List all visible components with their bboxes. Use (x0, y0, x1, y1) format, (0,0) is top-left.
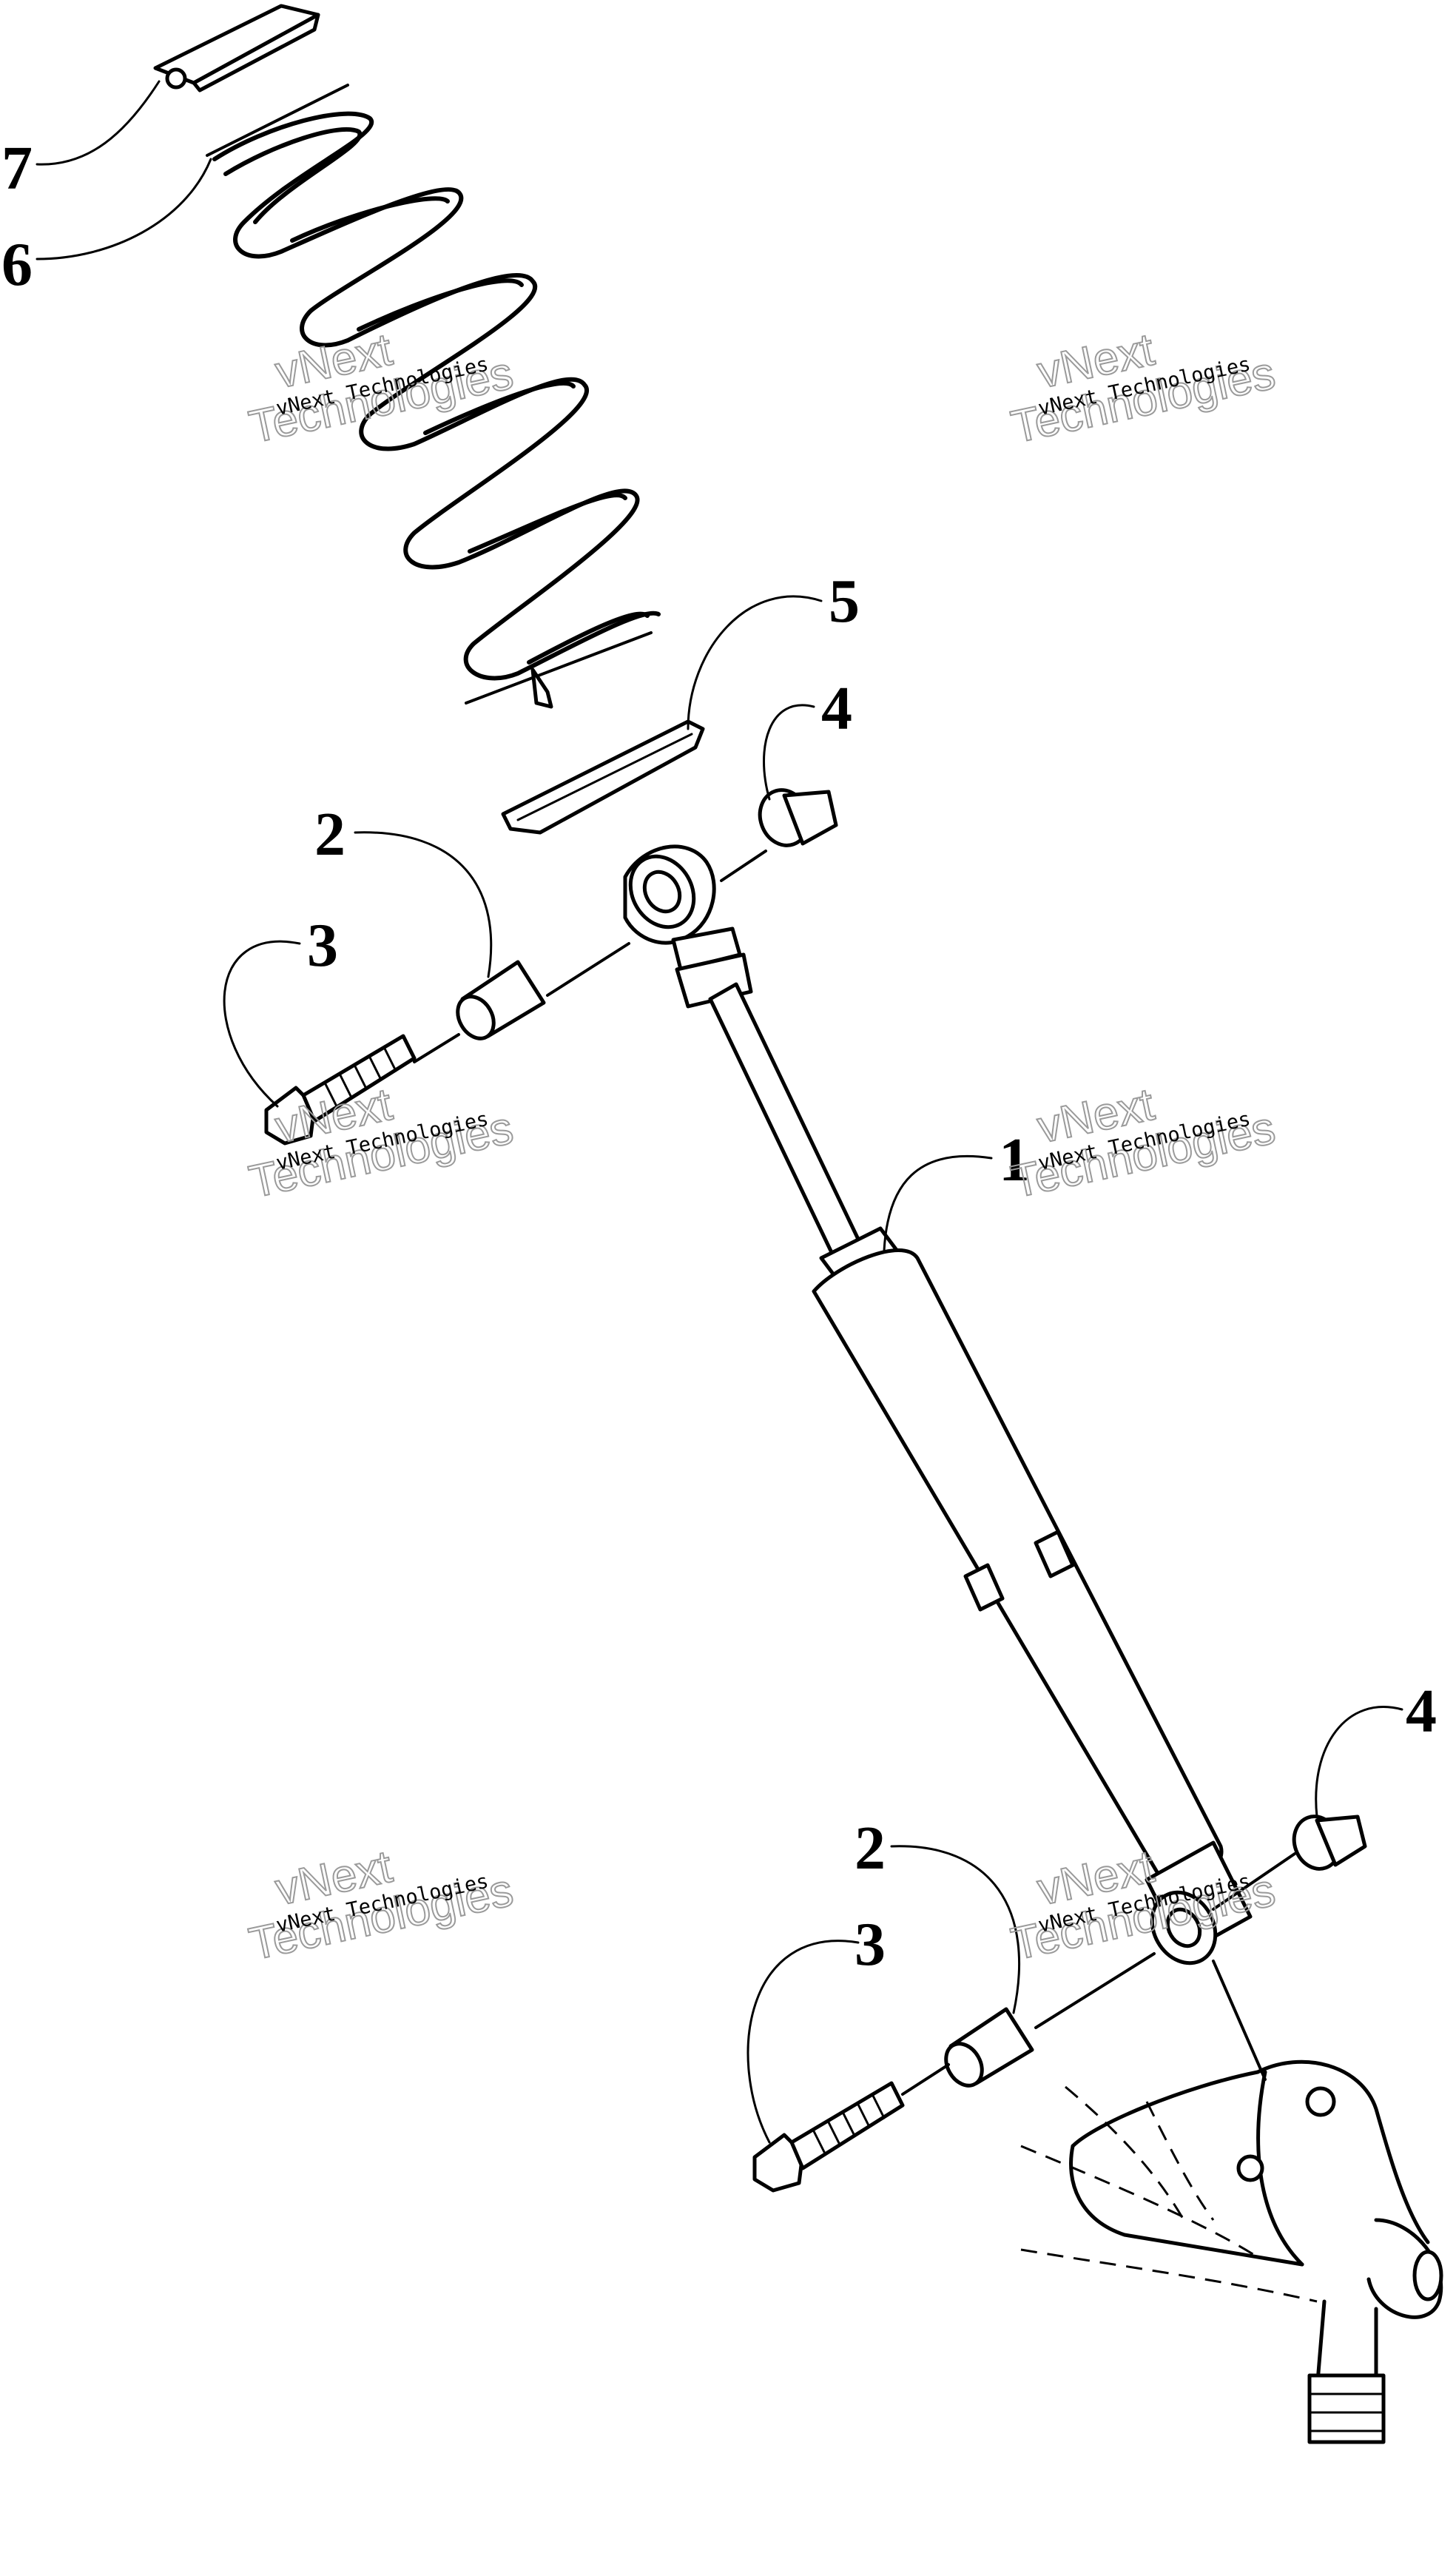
lower-bolt (752, 2081, 905, 2193)
callout-3-lower: 3 (855, 1910, 886, 1979)
upper-eye-bushing (623, 844, 753, 1009)
lower-control-arm-bracket (1020, 2059, 1443, 2444)
watermark-5: vNext Technologies vNext Technologies (244, 1840, 518, 1971)
watermark-1: vNext Technologies vNext Technologies (244, 323, 518, 454)
callout-4-lower: 4 (1406, 1677, 1437, 1746)
callout-labels: 7 6 5 4 2 3 1 4 2 3 (1, 134, 1437, 1979)
upper-bolt (264, 1034, 417, 1146)
lower-flange-nut (1292, 1815, 1367, 1871)
upper-spring-retainer (153, 4, 320, 93)
coil-spring (206, 84, 661, 709)
callout-2-lower: 2 (855, 1814, 886, 1883)
upper-flange-nut (758, 788, 838, 847)
callout-2-upper: 2 (314, 800, 346, 869)
callout-6: 6 (1, 230, 33, 299)
lower-sleeve (944, 2007, 1034, 2088)
callout-7: 7 (1, 134, 33, 203)
upper-sleeve (456, 960, 546, 1040)
watermark-2: vNext Technologies vNext Technologies (1006, 323, 1280, 454)
callout-leaders (36, 80, 1403, 2144)
lower-spring-seat (501, 719, 705, 835)
shock-absorber (708, 982, 1253, 1956)
callout-4-upper: 4 (821, 674, 852, 743)
callout-1: 1 (999, 1126, 1030, 1194)
callout-5: 5 (829, 567, 860, 636)
watermark-3: vNext Technologies vNext Technologies (244, 1078, 518, 1208)
watermark-4: vNext Technologies vNext Technologies (1006, 1078, 1280, 1208)
callout-3-upper: 3 (307, 911, 338, 980)
assembly-axis-lines (413, 850, 1296, 2096)
lower-eye-bushing (1150, 1890, 1218, 1965)
